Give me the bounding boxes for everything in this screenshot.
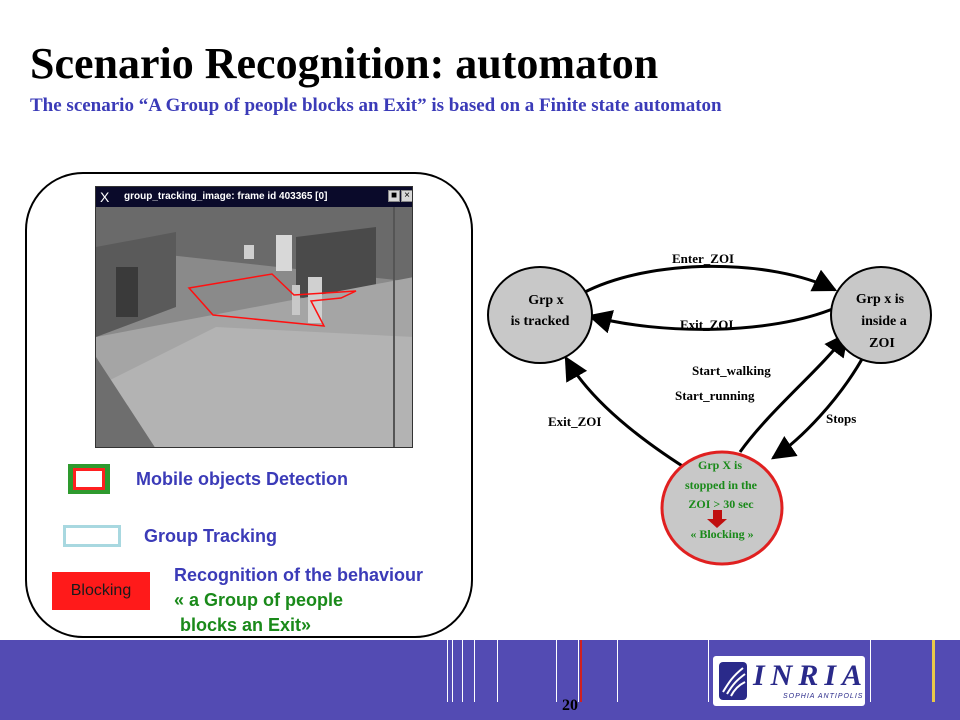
inria-logo-subtext: SOPHIA ANTIPOLIS xyxy=(783,693,864,700)
footer-divider xyxy=(708,640,709,702)
node-inside-zoi xyxy=(830,266,932,364)
edge-label-start-running: Start_running xyxy=(675,388,755,403)
node-stopped xyxy=(660,450,784,566)
footer-divider xyxy=(578,640,579,702)
node-stopped-line1: Grp X is xyxy=(698,458,742,472)
node-stopped-line3: ZOI > 30 sec xyxy=(688,497,754,511)
node-inside-line1: Grp x is xyxy=(856,292,905,307)
footer-accent-line xyxy=(932,640,935,702)
inria-emblem-icon xyxy=(719,662,747,700)
node-tracked-line2: is tracked xyxy=(511,314,570,329)
footer-divider xyxy=(462,640,463,702)
edge-label-start-walking: Start_walking xyxy=(692,363,771,378)
zoi-outline xyxy=(187,273,357,327)
edge-stops xyxy=(771,351,868,460)
footer-divider xyxy=(497,640,498,702)
edge-exit-zoi-top xyxy=(587,306,836,334)
footer-divider xyxy=(870,640,871,702)
node-tracked-line1: Grp x xyxy=(528,293,563,308)
footer-divider xyxy=(617,640,618,702)
footer-divider xyxy=(447,640,448,702)
close-button[interactable]: × xyxy=(401,190,412,202)
edge-label-exit-zoi-top: Exit_ZOI xyxy=(680,317,733,332)
node-tracked xyxy=(487,266,593,364)
footer-accent-line xyxy=(580,640,582,702)
blocking-swatch: Blocking xyxy=(52,572,150,610)
node-inside-line2: inside a xyxy=(861,314,907,329)
footer-divider xyxy=(474,640,475,702)
recognition-label-line2: « a Group of people xyxy=(174,590,344,610)
inria-logo: INRIA SOPHIA ANTIPOLIS xyxy=(713,656,865,706)
inria-logo-text: INRIA xyxy=(753,659,869,692)
node-stopped-line2: stopped in the xyxy=(685,478,758,492)
window-titlebar: group_tracking_image: frame id 403365 [0… xyxy=(96,187,412,207)
x-logo-icon: X xyxy=(100,189,110,205)
edge-label-stops: Stops xyxy=(826,411,856,426)
tracking-label: Group Tracking xyxy=(144,526,278,546)
page-number: 20 xyxy=(562,697,578,714)
tracking-screenshot: group_tracking_image: frame id 403365 [0… xyxy=(95,186,413,448)
recognition-label-line3: blocks an Exit» xyxy=(180,615,312,635)
detection-label: Mobile objects Detection xyxy=(136,469,349,489)
edge-start-moving xyxy=(738,332,849,453)
edge-exit-zoi-left xyxy=(564,355,696,476)
tracking-swatch xyxy=(63,525,121,547)
slide-subtitle: The scenario “A Group of people blocks a… xyxy=(30,95,722,116)
recognition-label-line1: Recognition of the behaviour xyxy=(174,565,424,585)
scene-image xyxy=(96,207,412,447)
detection-swatch xyxy=(68,464,110,494)
window-title: group_tracking_image: frame id 403365 [0… xyxy=(124,191,328,202)
footer-divider xyxy=(452,640,453,702)
node-stopped-line4: « Blocking » xyxy=(690,527,753,541)
blocking-arrow-icon xyxy=(707,519,727,528)
edge-label-enter-zoi: Enter_ZOI xyxy=(672,251,734,266)
footer-divider xyxy=(556,640,557,702)
edge-label-exit-zoi-left: Exit_ZOI xyxy=(548,414,601,429)
edge-enter-zoi xyxy=(582,264,838,295)
slide-title: Scenario Recognition: automaton xyxy=(30,39,659,88)
node-inside-line3: ZOI xyxy=(869,336,895,351)
minimize-button[interactable]: ■ xyxy=(388,190,400,202)
